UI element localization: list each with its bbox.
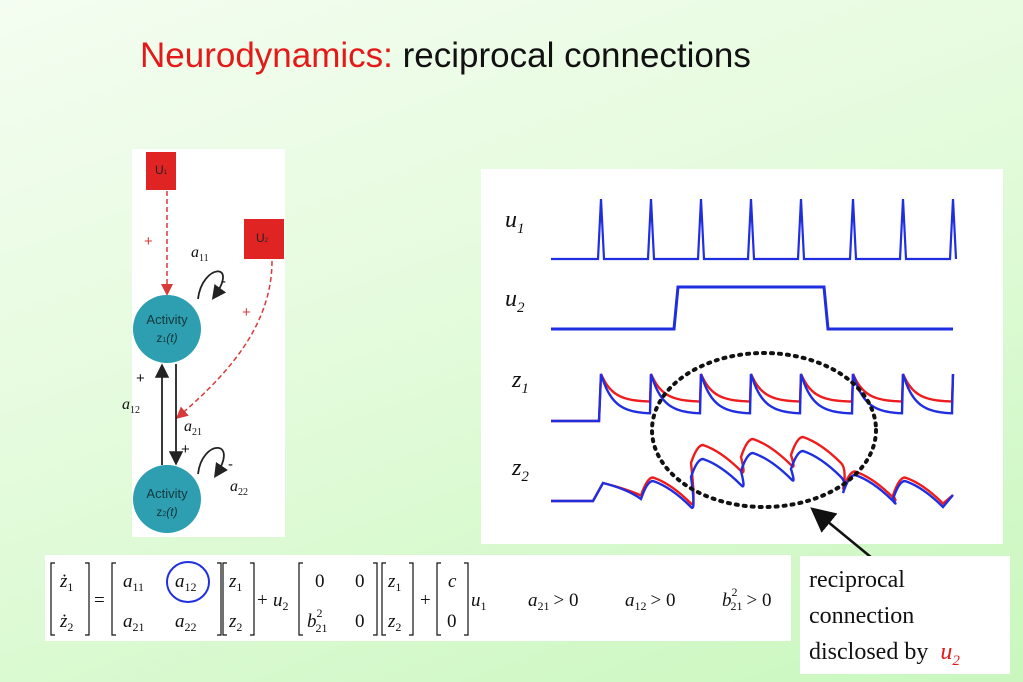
traces-figure: u1 u2 z1 z2: [505, 198, 958, 510]
traces-panel: u1 u2 z1 z2: [481, 169, 1003, 544]
a12-entry: a12: [175, 571, 197, 594]
a11-label: a11: [191, 244, 209, 264]
c-entry: c: [448, 571, 457, 592]
c-vector-zero: 0: [447, 611, 457, 632]
a22-entry: a22: [175, 611, 197, 634]
b-matrix-00: 0: [315, 571, 325, 592]
network-diagram: U1 U2 + + a11 - Activity z1(t) + a12 a21…: [122, 152, 284, 533]
callout-u2: u2: [940, 639, 960, 669]
u2-input-box: [244, 219, 284, 259]
u2-plus-sign: +: [242, 304, 251, 321]
network-diagram-panel: U1 U2 + + a11 - Activity z1(t) + a12 a21…: [122, 149, 285, 537]
u2-trace-label: u2: [505, 286, 525, 316]
equals-sign: =: [94, 590, 105, 611]
z2-entry: z2: [228, 611, 242, 634]
plus-sign-2: +: [420, 590, 431, 611]
u1-plus-sign: +: [144, 233, 153, 250]
u2-label: U2: [256, 231, 269, 245]
a22-minus-sign: -: [228, 456, 233, 473]
a21-plus-sign: +: [181, 441, 190, 458]
z2-activity-node: [133, 465, 201, 533]
u1-input-box: [146, 152, 176, 190]
z2-blue-trace: [551, 449, 954, 510]
title-rest: reciprocal connections: [402, 36, 751, 75]
z2-entry-2: z2: [387, 611, 401, 634]
u2-step-trace: [551, 285, 953, 331]
z2-trace-label: z2: [511, 455, 529, 485]
z1-node-text: Activity: [146, 312, 188, 327]
callout-line-2: connection: [809, 603, 915, 629]
a11-entry: a11: [123, 571, 144, 594]
u1-pulse-train: [551, 198, 958, 261]
zdot2: ż2: [59, 611, 73, 634]
state-equation: ż1 ż2 = a11 a12 a21 a22 z1 z2 + u2 0 0 b…: [50, 561, 771, 636]
plus-sign-1: +: [257, 590, 268, 611]
callout-box: reciprocal connection disclosed by u2: [800, 556, 1010, 674]
u1-multiplier: u1: [471, 590, 487, 613]
z2-node-var: z2(t): [156, 505, 177, 519]
z2-red-trace: [551, 435, 954, 506]
z1-red-trace: [551, 373, 955, 423]
condition-a21: a21> 0: [528, 590, 578, 613]
a11-minus-sign: -: [221, 273, 226, 290]
z2-node-text: Activity: [146, 486, 188, 501]
zdot1: ż1: [59, 571, 73, 594]
highlight-ellipse: [650, 351, 878, 509]
state-equation-box: ż1 ż2 = a11 a12 a21 a22 z1 z2 + u2 0 0 b…: [45, 555, 791, 641]
a12-highlight-circle: [166, 561, 210, 603]
a21-entry: a21: [123, 611, 145, 634]
title-keyword: Neurodynamics:: [140, 36, 393, 75]
u2-to-z2-arrow: [175, 260, 273, 419]
a11-self-loop: [197, 270, 227, 300]
u2-multiplier: u2: [273, 590, 289, 613]
b-matrix-01: 0: [355, 571, 365, 592]
a21-label: a21: [184, 418, 202, 438]
condition-a12: a12> 0: [625, 590, 675, 613]
a12-plus-sign: +: [136, 370, 145, 387]
slide-title: Neurodynamics: reciprocal connections: [140, 36, 751, 76]
callout-line-1: reciprocal: [809, 567, 905, 593]
a22-self-loop: [197, 447, 228, 478]
a22-label: a22: [230, 478, 248, 498]
z1-node-var: z1(t): [156, 331, 177, 345]
z1-entry: z1: [228, 571, 242, 594]
z1-blue-trace: [551, 373, 955, 423]
a12-label: a12: [122, 396, 140, 416]
z1-trace-label: z1: [511, 367, 529, 397]
callout-line-3: disclosed by u2: [809, 639, 960, 669]
u1-label: U1: [155, 163, 168, 177]
z1-entry-2: z1: [387, 571, 401, 594]
z1-activity-node: [133, 295, 201, 363]
b-matrix-11: 0: [355, 611, 365, 632]
u1-trace-label: u1: [505, 207, 525, 237]
